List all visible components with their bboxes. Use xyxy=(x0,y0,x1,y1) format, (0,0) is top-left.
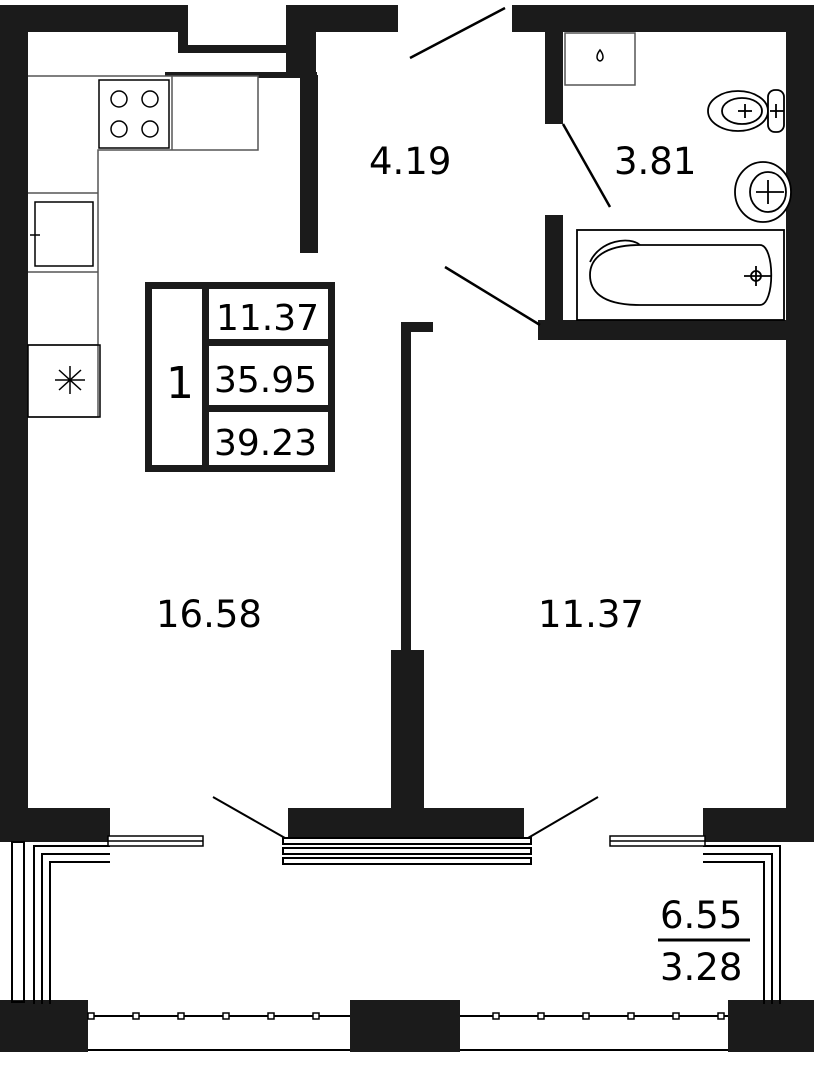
wall-top-left xyxy=(0,5,185,32)
wall-bottom-center xyxy=(288,808,524,842)
window-right xyxy=(609,835,706,847)
wall-bath-bottom xyxy=(538,320,814,340)
wall-partition-thick xyxy=(391,650,424,815)
wall-notch-left xyxy=(178,5,188,53)
fridge-icon xyxy=(27,344,101,418)
balcony-area-reduced: 3.28 xyxy=(660,946,742,989)
wall-bath-left-upper xyxy=(545,28,563,124)
total-area-value: 39.23 xyxy=(214,423,317,464)
balcony-wall-bl xyxy=(0,1000,88,1052)
balcony-door-frame xyxy=(282,837,532,865)
glazing-posts xyxy=(87,1012,725,1020)
balcony-glazing xyxy=(88,1015,728,1051)
hallway-area-label: 4.19 xyxy=(369,140,451,183)
living-area-value: 11.37 xyxy=(216,298,319,339)
wall-bottom-left xyxy=(0,808,110,842)
balcony-frame xyxy=(11,841,781,1004)
wall-top-right xyxy=(512,5,814,32)
wall-bottom-right xyxy=(703,808,814,842)
balcony-door-left xyxy=(212,796,286,839)
wall-kitchen-divider xyxy=(300,75,318,253)
water-heater-icon xyxy=(564,32,636,86)
sink-icon xyxy=(30,201,94,267)
bathtub-icon xyxy=(576,229,785,321)
stove-icon xyxy=(98,79,170,149)
wall-partition-thin xyxy=(401,322,433,332)
balcony-wall-bc xyxy=(350,1000,460,1052)
wall-notch-bottom xyxy=(178,45,288,53)
window-left xyxy=(107,835,204,847)
summary-box: 1 11.37 35.95 39.23 xyxy=(145,282,335,472)
balcony-area-full: 6.55 xyxy=(660,894,742,937)
entrance-door-swing xyxy=(409,6,506,60)
balcony-area: 6.55 3.28 xyxy=(658,894,750,989)
wall-left xyxy=(0,5,28,840)
washbasin-icon xyxy=(734,161,792,223)
area-without-balcony-value: 35.95 xyxy=(214,360,317,401)
toilet-icon xyxy=(707,89,785,133)
bathroom-door-swing xyxy=(561,123,612,208)
bedroom-area-label: 11.37 xyxy=(538,593,644,636)
balcony-door-right xyxy=(527,796,599,839)
walls xyxy=(0,5,814,1052)
wall-bath-left-lower xyxy=(545,215,563,340)
wall-partition-stem xyxy=(401,322,411,657)
wall-kitchen-top xyxy=(165,72,317,78)
wall-top-middle xyxy=(286,5,398,32)
bathroom-area-label: 3.81 xyxy=(614,140,696,183)
room-count: 1 xyxy=(166,358,194,409)
wall-right xyxy=(786,5,814,840)
bathroom-door-arc xyxy=(444,265,541,327)
balcony-wall-br xyxy=(728,1000,814,1052)
kitchen-living-area-label: 16.58 xyxy=(156,593,262,636)
